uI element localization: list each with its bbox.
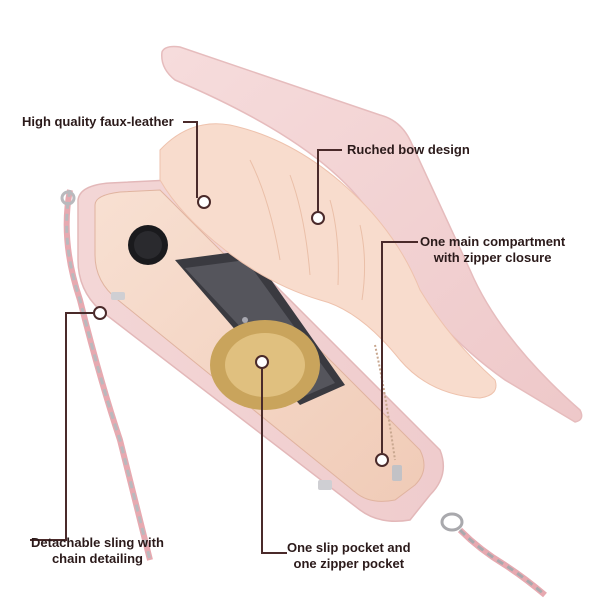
callout-ruched-bow: Ruched bow design xyxy=(347,142,470,157)
callout-sling-line2: chain detailing xyxy=(51,551,143,566)
chain-clasp xyxy=(440,512,547,598)
callout-lines xyxy=(30,121,418,554)
chain-sling xyxy=(60,189,153,561)
callout-main-compartment-line2: with zipper closure xyxy=(433,250,552,265)
callout-pockets-line1: One slip pocket and xyxy=(287,540,411,555)
callout-sling: Detachable sling with chain detailing xyxy=(31,535,164,567)
callout-main-compartment: One main compartment with zipper closure xyxy=(420,234,565,266)
callout-faux-leather: High quality faux-leather xyxy=(22,114,174,129)
callout-main-compartment-line1: One main compartment xyxy=(420,234,566,249)
callout-sling-line1: Detachable sling with xyxy=(31,535,164,550)
callout-pockets-line2: one zipper pocket xyxy=(293,556,405,571)
ruched-lining xyxy=(159,123,497,399)
bag-flap xyxy=(161,45,583,423)
callout-pockets: One slip pocket and one zipper pocket xyxy=(287,540,411,572)
